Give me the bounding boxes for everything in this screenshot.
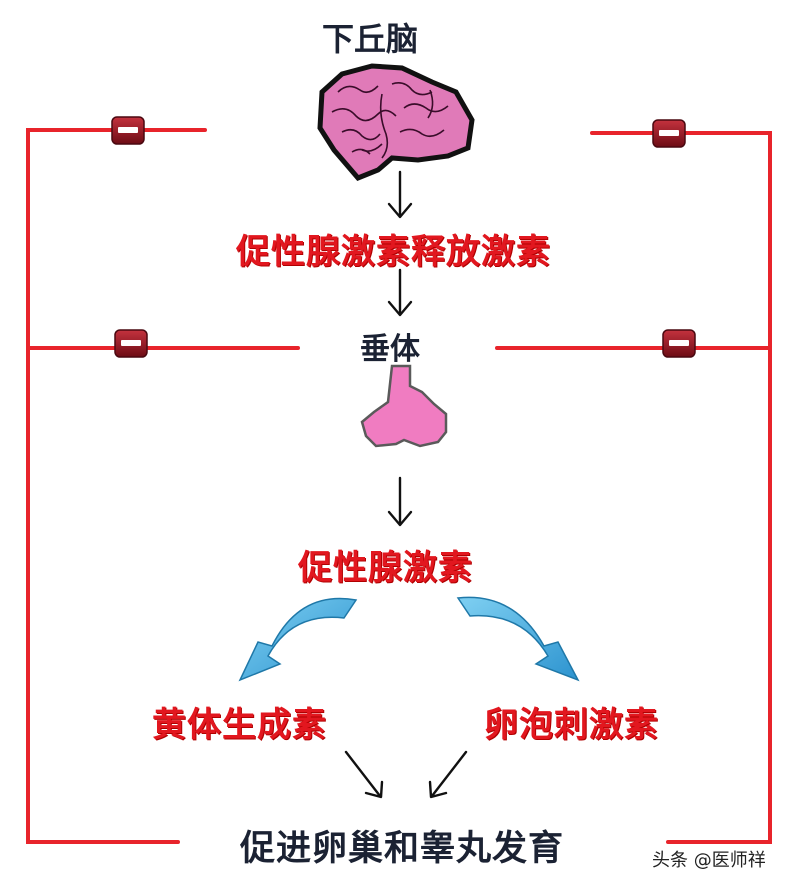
label-hypothalamus: 下丘脑	[322, 20, 419, 58]
minus-badge-2	[652, 119, 686, 148]
down-arrows	[344, 170, 468, 799]
label-pituitary: 垂体	[360, 332, 420, 367]
arrow-lh-to-result	[344, 750, 384, 799]
minus-badge-3	[114, 329, 148, 358]
brain-icon	[317, 63, 475, 181]
label-lh: 黄体生成素	[152, 705, 327, 745]
arrow-hypo-to-gnrh	[387, 170, 413, 219]
label-gnrh: 促性腺激素释放激素	[236, 232, 551, 272]
arrow-gnrh-to-pituitary	[387, 268, 413, 317]
minus-badge-4	[662, 329, 696, 358]
watermark: 头条 @医师祥	[652, 850, 766, 871]
label-gonadotropin: 促性腺激素	[298, 548, 473, 588]
blue-arrow-right	[456, 596, 580, 682]
minus-badge-1	[111, 116, 145, 145]
blue-arrow-left	[238, 597, 358, 682]
pituitary-icon	[360, 364, 448, 448]
arrow-fsh-to-result	[428, 750, 468, 799]
label-result: 促进卵巢和睾丸发育	[240, 829, 565, 869]
label-fsh: 卵泡刺激素	[484, 705, 659, 745]
arrow-pituitary-to-gn	[387, 476, 413, 527]
